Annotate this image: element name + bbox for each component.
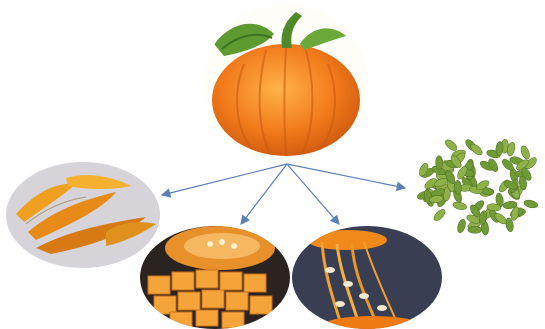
seed xyxy=(468,226,482,233)
pumpkin-cubes-icon xyxy=(140,226,290,329)
whole-pumpkin-icon xyxy=(204,4,368,162)
pumpkin-peel-icon xyxy=(6,162,160,268)
seed xyxy=(519,145,531,161)
seed xyxy=(443,138,458,153)
arrow-to-peel xyxy=(162,164,287,195)
pumpkin-seeds-icon xyxy=(413,128,545,238)
pumpkin-pulp-icon xyxy=(292,226,442,329)
seed xyxy=(456,218,467,233)
seed xyxy=(432,208,447,223)
seed xyxy=(523,199,538,209)
seed xyxy=(495,141,504,156)
arrow-to-cubes xyxy=(241,164,287,224)
